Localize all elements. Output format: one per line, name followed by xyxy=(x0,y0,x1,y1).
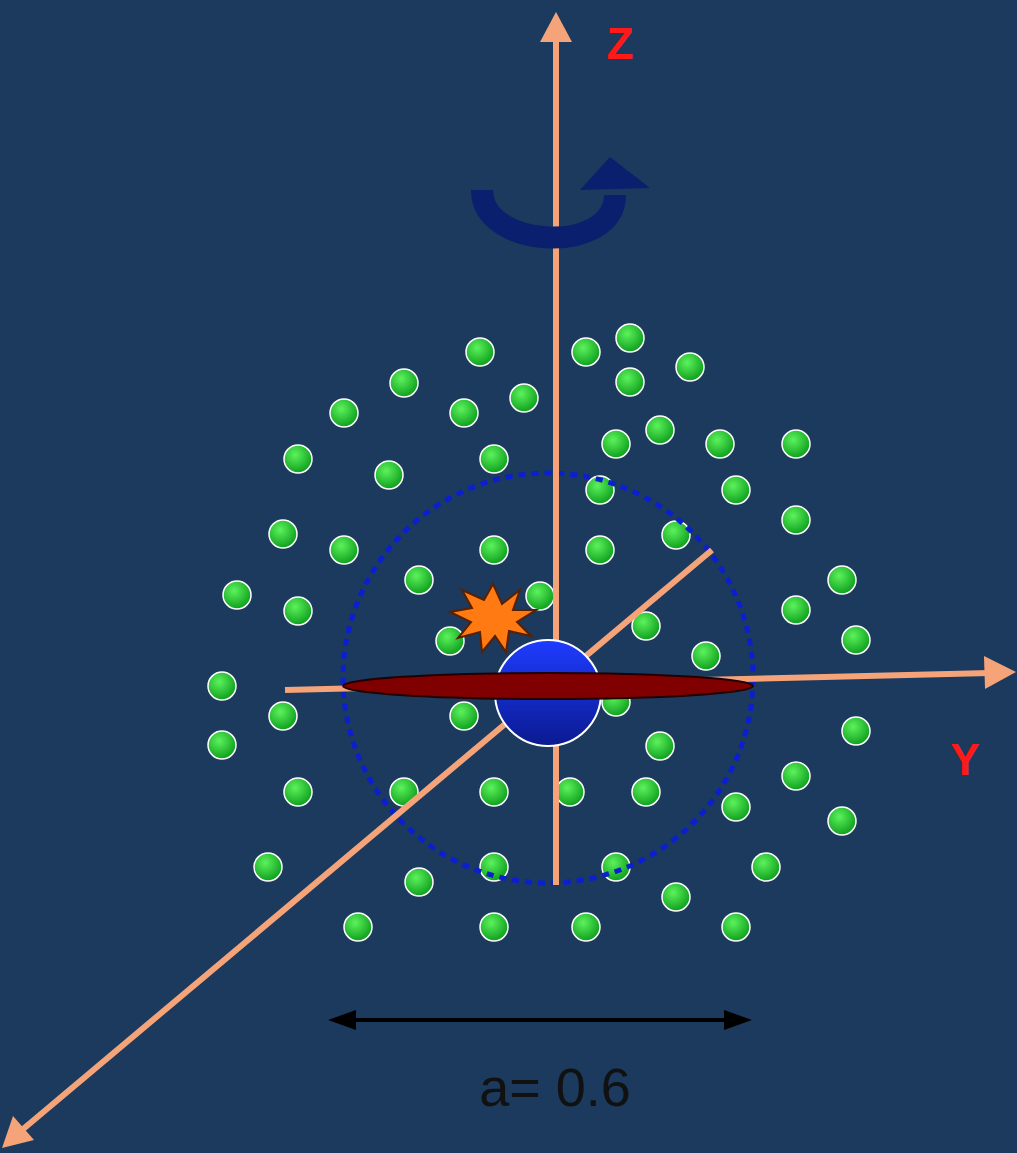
particle xyxy=(692,642,720,670)
axis-label: Y xyxy=(950,738,979,782)
particle xyxy=(526,582,554,610)
axis-label: Z xyxy=(607,22,634,66)
accretion-disk xyxy=(343,673,753,699)
particle xyxy=(782,596,810,624)
particle xyxy=(208,672,236,700)
rotation-arrowhead xyxy=(580,157,650,190)
particle xyxy=(662,521,690,549)
rotation-arrow xyxy=(482,190,615,238)
particle xyxy=(662,883,690,911)
particle xyxy=(842,717,870,745)
particle xyxy=(602,430,630,458)
particle xyxy=(284,597,312,625)
particle xyxy=(480,778,508,806)
particle xyxy=(572,913,600,941)
particle xyxy=(646,416,674,444)
particle xyxy=(223,581,251,609)
particle xyxy=(436,627,464,655)
particle xyxy=(676,353,704,381)
particle xyxy=(344,913,372,941)
dimension-label: a= 0.6 xyxy=(479,1060,631,1114)
particle xyxy=(782,762,810,790)
particle xyxy=(572,338,600,366)
particle-cloud xyxy=(208,324,870,941)
particle xyxy=(269,702,297,730)
axes xyxy=(22,38,990,1130)
particle xyxy=(405,566,433,594)
particle xyxy=(480,913,508,941)
particle xyxy=(782,430,810,458)
particle xyxy=(450,399,478,427)
particle xyxy=(375,461,403,489)
particle xyxy=(405,868,433,896)
particle xyxy=(646,732,674,760)
particle xyxy=(330,536,358,564)
particle xyxy=(828,566,856,594)
particle xyxy=(330,399,358,427)
particle xyxy=(828,807,856,835)
particle xyxy=(752,853,780,881)
burst xyxy=(450,584,536,652)
particle xyxy=(510,384,538,412)
particle xyxy=(390,369,418,397)
particle xyxy=(632,778,660,806)
particle xyxy=(269,520,297,548)
particle xyxy=(254,853,282,881)
particle xyxy=(284,445,312,473)
axis-arrowheads xyxy=(2,12,1016,1148)
particle xyxy=(556,778,584,806)
particle xyxy=(208,731,236,759)
particle xyxy=(284,778,312,806)
particle xyxy=(722,476,750,504)
dashed-boundary xyxy=(343,473,753,883)
particle xyxy=(480,445,508,473)
particle xyxy=(466,338,494,366)
particle xyxy=(586,536,614,564)
particle xyxy=(842,626,870,654)
particle xyxy=(616,368,644,396)
particle xyxy=(722,913,750,941)
particle xyxy=(782,506,810,534)
particle xyxy=(722,793,750,821)
dimension-arrow xyxy=(328,1010,752,1030)
particle xyxy=(616,324,644,352)
particle xyxy=(450,702,478,730)
particle xyxy=(480,536,508,564)
particle xyxy=(706,430,734,458)
